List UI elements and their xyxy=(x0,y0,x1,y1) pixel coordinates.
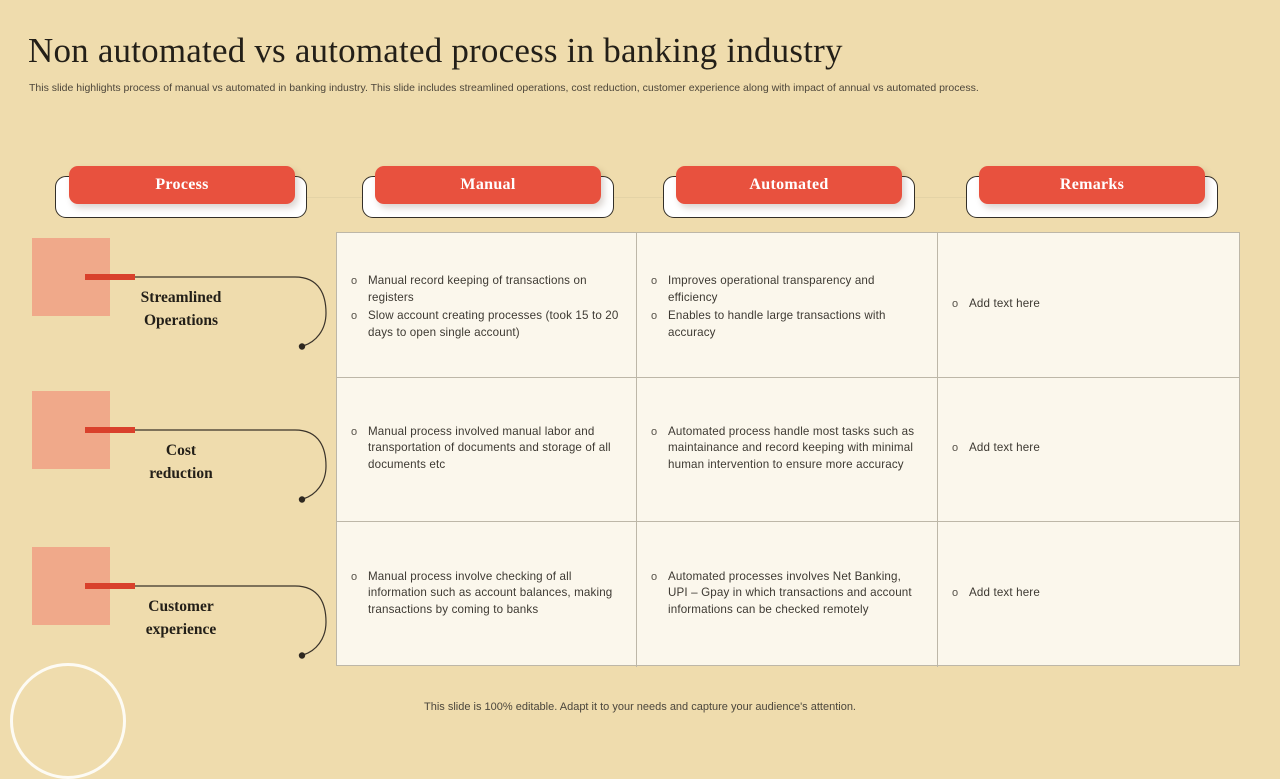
list-item-text: Enables to handle large transactions wit… xyxy=(668,309,886,339)
list-item: o Manual process involve checking of all… xyxy=(351,569,622,619)
process-bar xyxy=(85,274,135,280)
bullet-icon: o xyxy=(952,587,959,600)
header-connector-1 xyxy=(305,197,367,198)
process-label: Cost reduction xyxy=(101,439,261,485)
header-connector-2 xyxy=(611,197,669,198)
footer-note: This slide is 100% editable. Adapt it to… xyxy=(424,701,856,713)
bullet-icon: o xyxy=(351,570,358,583)
bullet-icon: o xyxy=(351,425,358,438)
process-label: Streamlined Operations xyxy=(101,286,261,332)
list-item-text: Improves operational transparency and ef… xyxy=(668,274,875,304)
list-item: o Manual record keeping of transactions … xyxy=(351,273,622,306)
bullet-icon: o xyxy=(651,310,658,322)
process-label-line1: Customer xyxy=(148,598,214,615)
cell-automated[interactable]: o Automated process handle most tasks su… xyxy=(637,377,938,522)
list-item: o Add text here xyxy=(952,585,1225,602)
process-item-streamlined-operations[interactable]: Streamlined Operations xyxy=(0,238,336,383)
process-connector-curve xyxy=(135,429,327,503)
list-item-text: Add text here xyxy=(969,296,1040,310)
list-item-text: Manual process involved manual labor and… xyxy=(368,424,611,471)
list-item-text: Add text here xyxy=(969,441,1040,455)
bullet-icon: o xyxy=(651,275,658,287)
list-item: o Add text here xyxy=(952,440,1225,457)
list-item: o Add text here xyxy=(952,296,1225,313)
column-header-process-label: Process xyxy=(155,176,209,193)
bullet-icon: o xyxy=(952,442,959,455)
column-header-automated[interactable]: Automated xyxy=(676,166,902,204)
list-item-text: Automated processes involves Net Banking… xyxy=(668,569,912,616)
list-item: o Slow account creating processes (took … xyxy=(351,308,622,341)
list-item-text: Add text here xyxy=(969,586,1040,600)
bullet-icon: o xyxy=(651,570,658,583)
column-header-automated-label: Automated xyxy=(749,176,829,193)
table-row: o Manual process involved manual labor a… xyxy=(337,377,1239,523)
page-subtitle: This slide highlights process of manual … xyxy=(29,82,979,94)
bullet-icon: o xyxy=(651,425,658,438)
bullet-icon: o xyxy=(351,310,358,322)
cell-automated[interactable]: o Improves operational transparency and … xyxy=(637,233,938,377)
cell-remarks[interactable]: o Add text here xyxy=(938,522,1239,667)
process-item-customer-experience[interactable]: Customer experience xyxy=(0,547,336,692)
list-item: o Automated processes involves Net Banki… xyxy=(651,569,923,619)
list-item: o Automated process handle most tasks su… xyxy=(651,424,923,474)
process-item-cost-reduction[interactable]: Cost reduction xyxy=(0,391,336,536)
process-label-line2: Operations xyxy=(143,312,219,329)
table-row: o Manual process involve checking of all… xyxy=(337,522,1239,667)
process-label-line1: Streamlined xyxy=(140,289,222,306)
cell-manual[interactable]: o Manual process involve checking of all… xyxy=(337,522,637,667)
cell-remarks[interactable]: o Add text here xyxy=(938,378,1239,522)
page-title: Non automated vs automated process in ba… xyxy=(28,31,843,70)
cell-manual[interactable]: o Manual process involved manual labor a… xyxy=(337,377,637,522)
process-connector-curve xyxy=(135,585,327,659)
process-connector-curve xyxy=(135,276,327,350)
column-header-process[interactable]: Process xyxy=(69,166,295,204)
process-bar xyxy=(85,583,135,589)
list-item: o Enables to handle large transactions w… xyxy=(651,308,923,341)
cell-remarks[interactable]: o Add text here xyxy=(938,233,1239,377)
list-item-text: Manual process involve checking of all i… xyxy=(368,569,613,616)
cell-manual[interactable]: o Manual record keeping of transactions … xyxy=(337,233,637,377)
process-label-line2: reduction xyxy=(149,465,213,482)
column-header-manual-label: Manual xyxy=(460,176,516,193)
list-item-text: Automated process handle most tasks such… xyxy=(668,424,915,471)
process-label: Customer experience xyxy=(101,595,261,641)
list-item-text: Slow account creating processes (took 15… xyxy=(368,309,619,339)
table-row: o Manual record keeping of transactions … xyxy=(337,233,1239,378)
header-connector-3 xyxy=(912,197,970,198)
list-item: o Improves operational transparency and … xyxy=(651,273,923,306)
process-label-line1: Cost xyxy=(165,442,197,459)
bullet-icon: o xyxy=(952,297,959,310)
bullet-icon: o xyxy=(351,275,358,287)
column-header-remarks[interactable]: Remarks xyxy=(979,166,1205,204)
process-bar xyxy=(85,427,135,433)
process-label-line2: experience xyxy=(145,621,217,638)
list-item: o Manual process involved manual labor a… xyxy=(351,424,622,474)
list-item-text: Manual record keeping of transactions on… xyxy=(368,274,587,304)
cell-automated[interactable]: o Automated processes involves Net Banki… xyxy=(637,522,938,667)
column-header-remarks-label: Remarks xyxy=(1059,176,1125,193)
column-header-manual[interactable]: Manual xyxy=(375,166,601,204)
comparison-table: o Manual record keeping of transactions … xyxy=(336,232,1240,667)
